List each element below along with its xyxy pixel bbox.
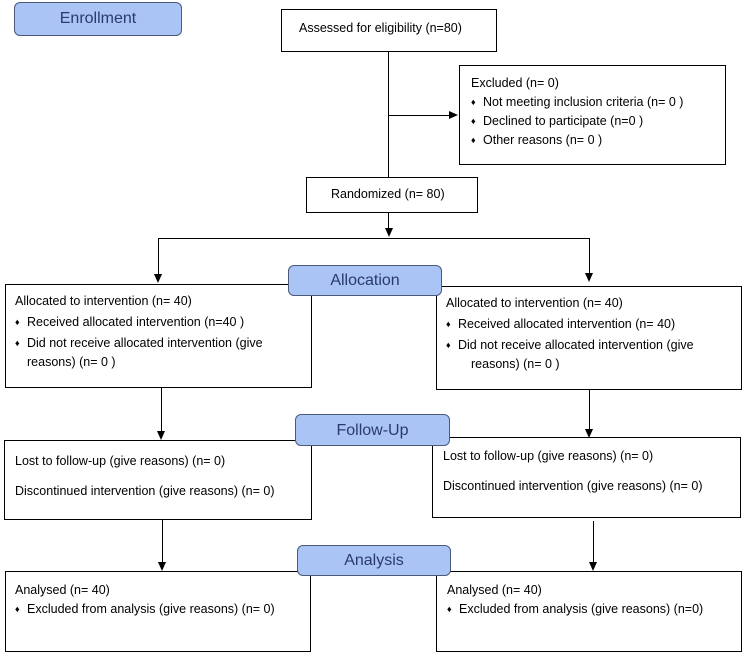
randomized-label: Randomized (n= 80) xyxy=(331,187,445,201)
connector-split-horizontal xyxy=(158,238,590,240)
follow-right-lost: Lost to follow-up (give reasons) (n= 0) xyxy=(443,449,654,463)
excluded-title: Excluded (n= 0) xyxy=(471,76,559,90)
arrow-to-follow-left xyxy=(157,431,165,440)
alloc-right-not-received: ♦Did not receive allocated intervention … xyxy=(446,336,741,355)
arrow-to-follow-right xyxy=(585,429,593,438)
alloc-left-not-received-cont: reasons) (n= 0 ) xyxy=(27,355,116,369)
alloc-right-box: Allocated to intervention (n= 40) ♦Recei… xyxy=(436,286,742,390)
bullet-icon: ♦ xyxy=(446,340,451,350)
follow-left-lost: Lost to follow-up (give reasons) (n= 0) xyxy=(15,454,226,468)
bullet-icon: ♦ xyxy=(15,317,20,327)
excluded-box: Excluded (n= 0) ♦Not meeting inclusion c… xyxy=(459,65,726,165)
bullet-icon: ♦ xyxy=(471,135,476,145)
phase-enrollment: Enrollment xyxy=(14,2,182,36)
analysis-left-analysed: Analysed (n= 40) xyxy=(15,583,110,597)
bullet-icon: ♦ xyxy=(471,97,476,107)
follow-left-discontinued: Discontinued intervention (give reasons)… xyxy=(15,484,275,498)
analysis-left-box: Analysed (n= 40) ♦Excluded from analysis… xyxy=(5,571,311,652)
connector-follow-left-down xyxy=(162,520,164,563)
randomized-box: Randomized (n= 80) xyxy=(306,177,478,213)
connector-to-excluded xyxy=(388,115,450,117)
phase-analysis: Analysis xyxy=(297,545,451,576)
phase-allocation: Allocation xyxy=(288,265,442,296)
alloc-right-not-received-cont: reasons) (n= 0 ) xyxy=(471,357,560,371)
connector-split-right xyxy=(589,238,591,274)
alloc-right-received: ♦Received allocated intervention (n= 40) xyxy=(446,315,741,334)
assessed-label: Assessed for eligibility (n=80) xyxy=(299,21,462,35)
arrow-to-analysis-right xyxy=(589,562,597,571)
arrow-to-excluded xyxy=(449,111,458,119)
alloc-left-received: ♦Received allocated intervention (n=40 ) xyxy=(15,313,311,332)
excluded-item: ♦Not meeting inclusion criteria (n= 0 ) xyxy=(471,93,725,112)
bullet-icon: ♦ xyxy=(446,319,451,329)
analysis-right-analysed: Analysed (n= 40) xyxy=(447,583,542,597)
bullet-icon: ♦ xyxy=(15,338,20,348)
alloc-left-box: Allocated to intervention (n= 40) ♦Recei… xyxy=(5,284,312,388)
analysis-right-excluded: ♦Excluded from analysis (give reasons) (… xyxy=(447,600,741,619)
follow-left-box: Lost to follow-up (give reasons) (n= 0) … xyxy=(4,440,312,520)
connector-alloc-left-down xyxy=(161,388,163,433)
bullet-icon: ♦ xyxy=(447,604,452,614)
alloc-right-title: Allocated to intervention (n= 40) xyxy=(446,296,623,310)
connector-assessed-to-randomized xyxy=(388,52,390,177)
follow-right-box: Lost to follow-up (give reasons) (n= 0) … xyxy=(432,437,741,518)
arrow-to-alloc-left xyxy=(154,274,162,283)
bullet-icon: ♦ xyxy=(15,604,20,614)
analysis-right-box: Analysed (n= 40) ♦Excluded from analysis… xyxy=(436,571,742,652)
connector-randomized-down xyxy=(388,213,390,231)
connector-split-left xyxy=(158,238,160,276)
excluded-item: ♦Other reasons (n= 0 ) xyxy=(471,131,725,150)
follow-right-discontinued: Discontinued intervention (give reasons)… xyxy=(443,479,703,493)
analysis-left-excluded: ♦Excluded from analysis (give reasons) (… xyxy=(15,600,310,619)
arrow-to-alloc-right xyxy=(585,273,593,282)
connector-alloc-right-down xyxy=(589,390,591,430)
alloc-left-title: Allocated to intervention (n= 40) xyxy=(15,294,192,308)
excluded-item: ♦Declined to participate (n=0 ) xyxy=(471,112,725,131)
phase-followup: Follow-Up xyxy=(295,414,450,446)
arrow-to-analysis-left xyxy=(158,562,166,571)
alloc-left-not-received: ♦Did not receive allocated intervention … xyxy=(15,334,311,353)
assessed-box: Assessed for eligibility (n=80) xyxy=(281,9,497,52)
arrow-randomized-down xyxy=(385,228,393,237)
connector-follow-right-down xyxy=(593,521,595,564)
bullet-icon: ♦ xyxy=(471,116,476,126)
